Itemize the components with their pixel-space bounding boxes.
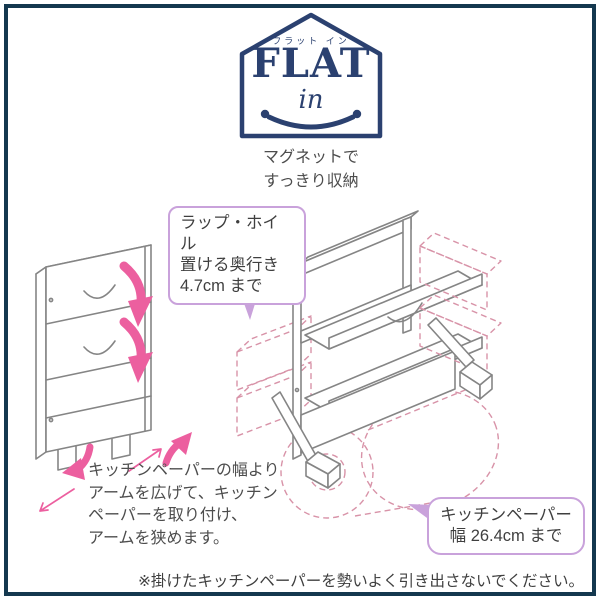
logo-kana: フラット イン bbox=[272, 36, 350, 46]
instruction-line-4: アームを狭めます。 bbox=[88, 529, 229, 547]
callout-paper-width: キッチンペーパー 幅 26.4cm まで bbox=[427, 497, 585, 555]
tagline: マグネットで すっきり収納 bbox=[223, 146, 399, 194]
widen-arrow-icon bbox=[128, 448, 162, 472]
instruction-line-3: ペーパーを取り付け、 bbox=[88, 507, 248, 524]
callout-wrap-line-2: 置ける奥行き bbox=[180, 256, 279, 274]
holder-arm-illustration bbox=[271, 317, 493, 489]
callout-wrap-depth: ラップ・ホイル 置ける奥行き 4.7cm まで bbox=[168, 206, 306, 305]
instruction-line-2: アームを広げて、キッチン bbox=[88, 484, 278, 502]
callout-paper-line-2: 幅 26.4cm まで bbox=[449, 527, 563, 545]
instruction-line-1: キッチンペーパーの幅より bbox=[88, 462, 280, 479]
tagline-line-2: すっきり収納 bbox=[263, 173, 359, 190]
folded-unit-illustration bbox=[35, 244, 152, 471]
brand-logo: フラット イン FLAT in bbox=[233, 8, 389, 143]
tagline-line-1: マグネットで bbox=[262, 149, 359, 166]
callout-paper-line-1: キッチンペーパー bbox=[440, 506, 572, 524]
logo-wordmark: FLAT bbox=[251, 40, 371, 87]
footnote: ※掛けたキッチンペーパーを勢いよく引き出さないでください。 bbox=[137, 573, 584, 590]
house-outline-icon bbox=[239, 12, 383, 139]
widen-arrow-icon bbox=[39, 488, 75, 512]
logo-script: in bbox=[298, 85, 324, 115]
smile-icon bbox=[260, 109, 362, 130]
instruction-text: キッチンペーパーの幅より アームを広げて、キッチン ペーパーを取り付け、 アーム… bbox=[88, 460, 280, 550]
callout-wrap-line-3: 4.7cm まで bbox=[180, 277, 263, 295]
callout-wrap-line-1: ラップ・ホイル bbox=[180, 214, 279, 253]
fold-arrow-icons bbox=[39, 261, 192, 512]
